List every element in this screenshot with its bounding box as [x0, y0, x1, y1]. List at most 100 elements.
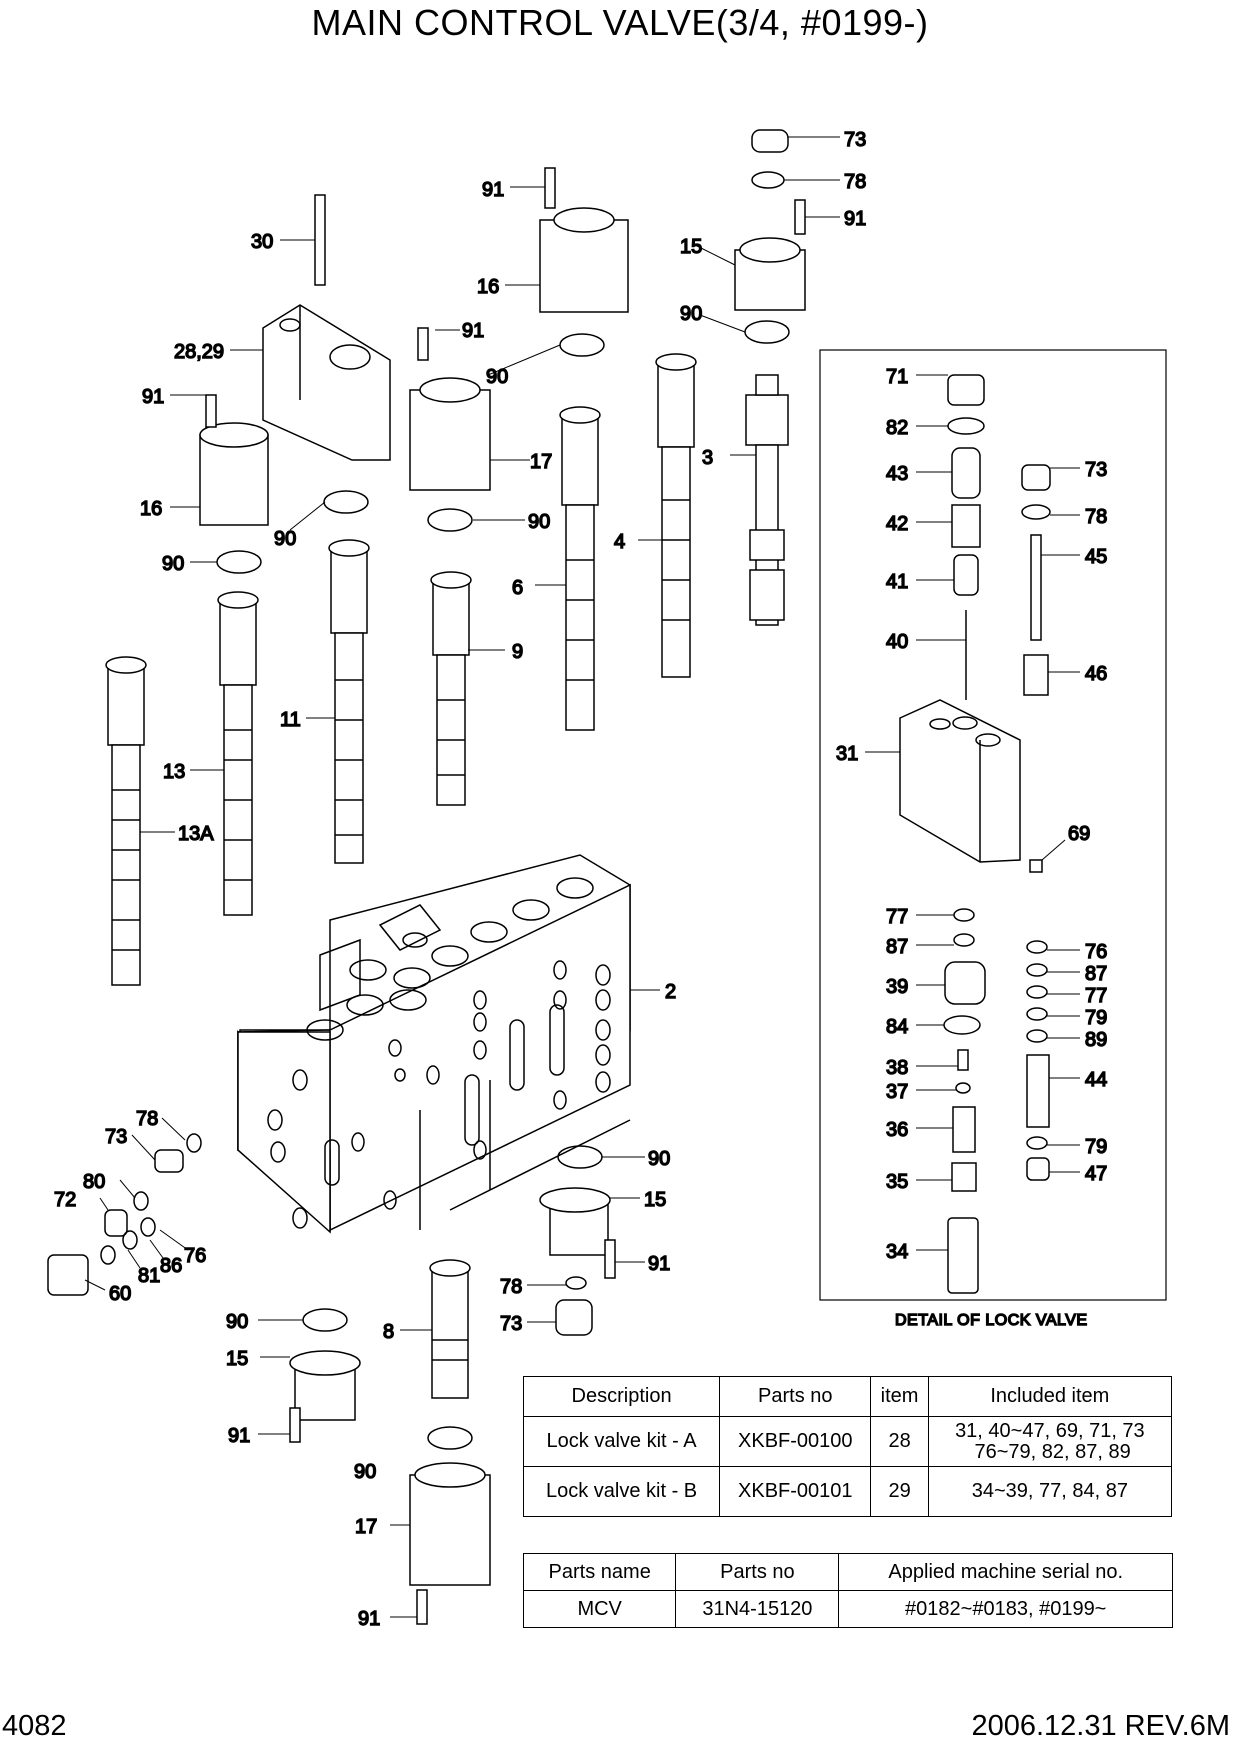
label-91: 91	[358, 1608, 380, 1630]
detail-label-79: 79	[1085, 1007, 1107, 1029]
label-8: 8	[383, 1321, 394, 1343]
header-parts-no: Parts no	[719, 1376, 872, 1417]
label-3: 3	[702, 447, 713, 469]
label-90: 90	[162, 553, 184, 575]
detail-label-84: 84	[886, 1016, 908, 1038]
label-90: 90	[274, 528, 296, 550]
label-91: 91	[482, 179, 504, 201]
table-header-row: Parts name Parts no Applied machine seri…	[522, 1553, 1173, 1591]
detail-label-77: 77	[1085, 985, 1107, 1007]
callout-labels: 73 78 91 15 91 16 30 28,29 91 91 16 90 9…	[53, 128, 1108, 1631]
detail-label-87: 87	[886, 936, 908, 958]
detail-label-47: 47	[1085, 1163, 1107, 1185]
detail-label-89: 89	[1085, 1029, 1107, 1051]
detail-caption: DETAIL OF LOCK VALVE	[895, 1312, 1088, 1329]
header-description: Description	[522, 1376, 721, 1417]
label-91: 91	[228, 1425, 250, 1447]
table-header-row: Description Parts no item Included item	[522, 1376, 1173, 1417]
cell-description: Lock valve kit - A	[522, 1416, 721, 1467]
cell-serial: #0182~#0183, #0199~	[838, 1590, 1173, 1628]
applied-serial-table: Parts name Parts no Applied machine seri…	[522, 1553, 1173, 1628]
page-title: MAIN CONTROL VALVE(3/4, #0199-)	[311, 2, 929, 43]
table-row: Lock valve kit - B XKBF-00101 29 34~39, …	[522, 1466, 1173, 1517]
detail-label-36: 36	[886, 1119, 908, 1141]
cell-parts-no: XKBF-00100	[719, 1416, 872, 1467]
label-91: 91	[142, 386, 164, 408]
label-90: 90	[528, 511, 550, 533]
label-72: 72	[54, 1189, 76, 1211]
detail-label-77: 77	[886, 906, 908, 928]
detail-label-37: 37	[886, 1081, 908, 1103]
detail-label-79: 79	[1085, 1136, 1107, 1158]
label-76: 76	[184, 1245, 206, 1267]
label-90: 90	[226, 1311, 248, 1333]
header-parts-name: Parts name	[522, 1553, 677, 1591]
cell-item: 28	[870, 1416, 929, 1467]
label-91: 91	[844, 208, 866, 230]
detail-label-35: 35	[886, 1171, 908, 1193]
detail-label-46: 46	[1085, 663, 1107, 685]
label-86: 86	[160, 1255, 182, 1277]
detail-label-78: 78	[1085, 506, 1107, 528]
label-9: 9	[512, 641, 523, 663]
cell-parts-no: XKBF-00101	[719, 1466, 872, 1517]
detail-label-71: 71	[886, 366, 908, 388]
label-91: 91	[462, 320, 484, 342]
label-13: 13	[163, 761, 185, 783]
detail-label-41: 41	[886, 571, 908, 593]
label-15: 15	[680, 236, 702, 258]
table-row: MCV 31N4-15120 #0182~#0183, #0199~	[522, 1590, 1173, 1628]
cell-parts-name: MCV	[522, 1590, 677, 1628]
label-91: 91	[648, 1253, 670, 1275]
revision-date: 2006.12.31 REV.6M	[971, 1710, 1230, 1742]
header-serial: Applied machine serial no.	[838, 1553, 1173, 1591]
detail-label-34: 34	[886, 1241, 908, 1263]
detail-label-39: 39	[886, 976, 908, 998]
label-16: 16	[140, 498, 162, 520]
label-78: 78	[844, 171, 866, 193]
label-90: 90	[486, 366, 508, 388]
bolts	[205, 167, 806, 1625]
label-28-29: 28,29	[174, 341, 224, 363]
cell-description: Lock valve kit - B	[522, 1466, 721, 1517]
header-parts-no: Parts no	[675, 1553, 840, 1591]
detail-label-42: 42	[886, 513, 908, 535]
detail-label-45: 45	[1085, 546, 1107, 568]
label-60: 60	[109, 1283, 131, 1305]
cell-included-item: 34~39, 77, 84, 87	[927, 1466, 1173, 1517]
label-90: 90	[648, 1148, 670, 1170]
lock-valve-detail	[899, 374, 1051, 1294]
included-line: 76~79, 82, 87, 89	[968, 1440, 1131, 1463]
label-73: 73	[105, 1126, 127, 1148]
label-78: 78	[500, 1276, 522, 1298]
detail-label-82: 82	[886, 417, 908, 439]
label-17: 17	[355, 1516, 377, 1538]
spools	[105, 353, 789, 1399]
detail-label-73: 73	[1085, 459, 1107, 481]
label-30: 30	[251, 231, 273, 253]
included-line: 34~39, 77, 84, 87	[971, 1480, 1128, 1502]
valve-body	[237, 854, 631, 1234]
page-number: 4082	[2, 1710, 67, 1742]
header-included-item: Included item	[927, 1376, 1173, 1417]
detail-label-43: 43	[886, 463, 908, 485]
lock-valve-kit-table: Description Parts no item Included item …	[522, 1376, 1173, 1517]
included-line: 31, 40~47, 69, 71, 73	[955, 1419, 1145, 1442]
leader-lines	[84, 136, 1080, 1618]
label-73: 73	[500, 1313, 522, 1335]
table-row: Lock valve kit - A XKBF-00100 28 31, 40~…	[522, 1416, 1173, 1467]
detail-label-44: 44	[1085, 1069, 1107, 1091]
label-16: 16	[477, 276, 499, 298]
cell-included-item: 31, 40~47, 69, 71, 73 76~79, 82, 87, 89	[927, 1416, 1173, 1467]
detail-label-40: 40	[886, 631, 908, 653]
label-81: 81	[138, 1265, 160, 1287]
label-4: 4	[614, 531, 625, 553]
label-13A: 13A	[178, 823, 214, 845]
cell-parts-no: 31N4-15120	[675, 1590, 840, 1628]
label-11: 11	[280, 709, 301, 731]
label-17: 17	[530, 451, 552, 473]
detail-label-76: 76	[1085, 941, 1107, 963]
label-15: 15	[226, 1348, 248, 1370]
header-item: item	[870, 1376, 929, 1417]
